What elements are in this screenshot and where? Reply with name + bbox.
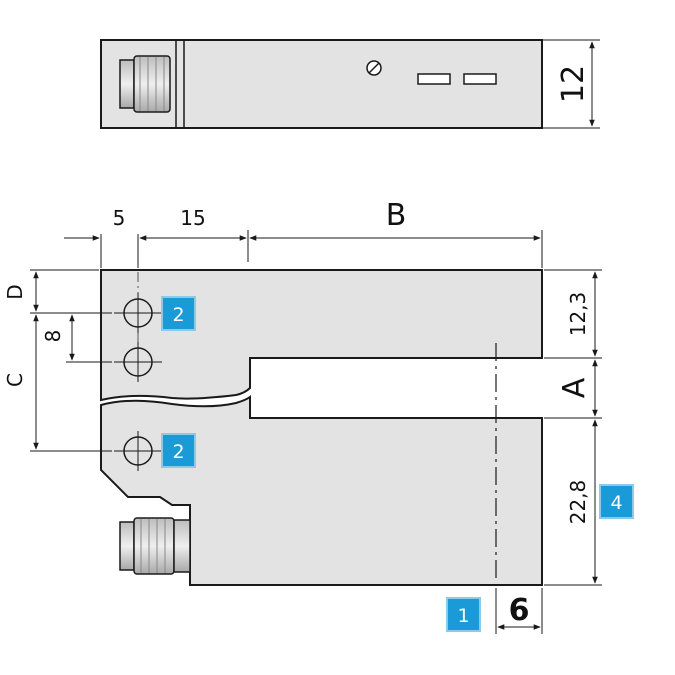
dim-five: 5 <box>113 206 126 230</box>
dim-c: C <box>3 373 27 387</box>
mounting-hole-icon <box>114 293 162 333</box>
dim-six: 6 <box>509 593 530 628</box>
badge-upper-hole: 2 <box>161 296 196 331</box>
dim-top-height: 12 <box>556 65 591 103</box>
bottom-connector-icon <box>119 517 191 575</box>
dim-d: D <box>3 284 27 299</box>
dim-upper-height: 12,3 <box>566 292 590 337</box>
svg-text:2: 2 <box>172 304 184 326</box>
badge-side: 4 <box>599 484 634 519</box>
svg-text:4: 4 <box>610 492 622 514</box>
dim-fifteen: 15 <box>180 206 205 230</box>
badge-lower-hole: 2 <box>161 433 196 468</box>
dim-b: B <box>386 198 407 233</box>
upper-arm <box>100 269 543 402</box>
dim-eight: 8 <box>41 330 65 343</box>
badge-bottom: 1 <box>446 597 481 632</box>
svg-text:2: 2 <box>172 441 184 463</box>
svg-text:1: 1 <box>457 605 469 627</box>
dim-gap-a: A <box>557 377 592 398</box>
top-connector-icon <box>119 55 171 113</box>
screw-icon <box>366 60 382 76</box>
side-view: 5 15 B D C 8 12,3 A 22,8 6 <box>3 198 602 634</box>
mounting-hole-icon <box>114 342 162 382</box>
dim-lower-height: 22,8 <box>566 480 590 525</box>
lower-arm <box>100 395 543 586</box>
led-window-1 <box>417 73 451 85</box>
top-view: 12 <box>100 39 600 129</box>
led-window-2 <box>463 73 497 85</box>
mounting-hole-icon <box>114 431 162 471</box>
